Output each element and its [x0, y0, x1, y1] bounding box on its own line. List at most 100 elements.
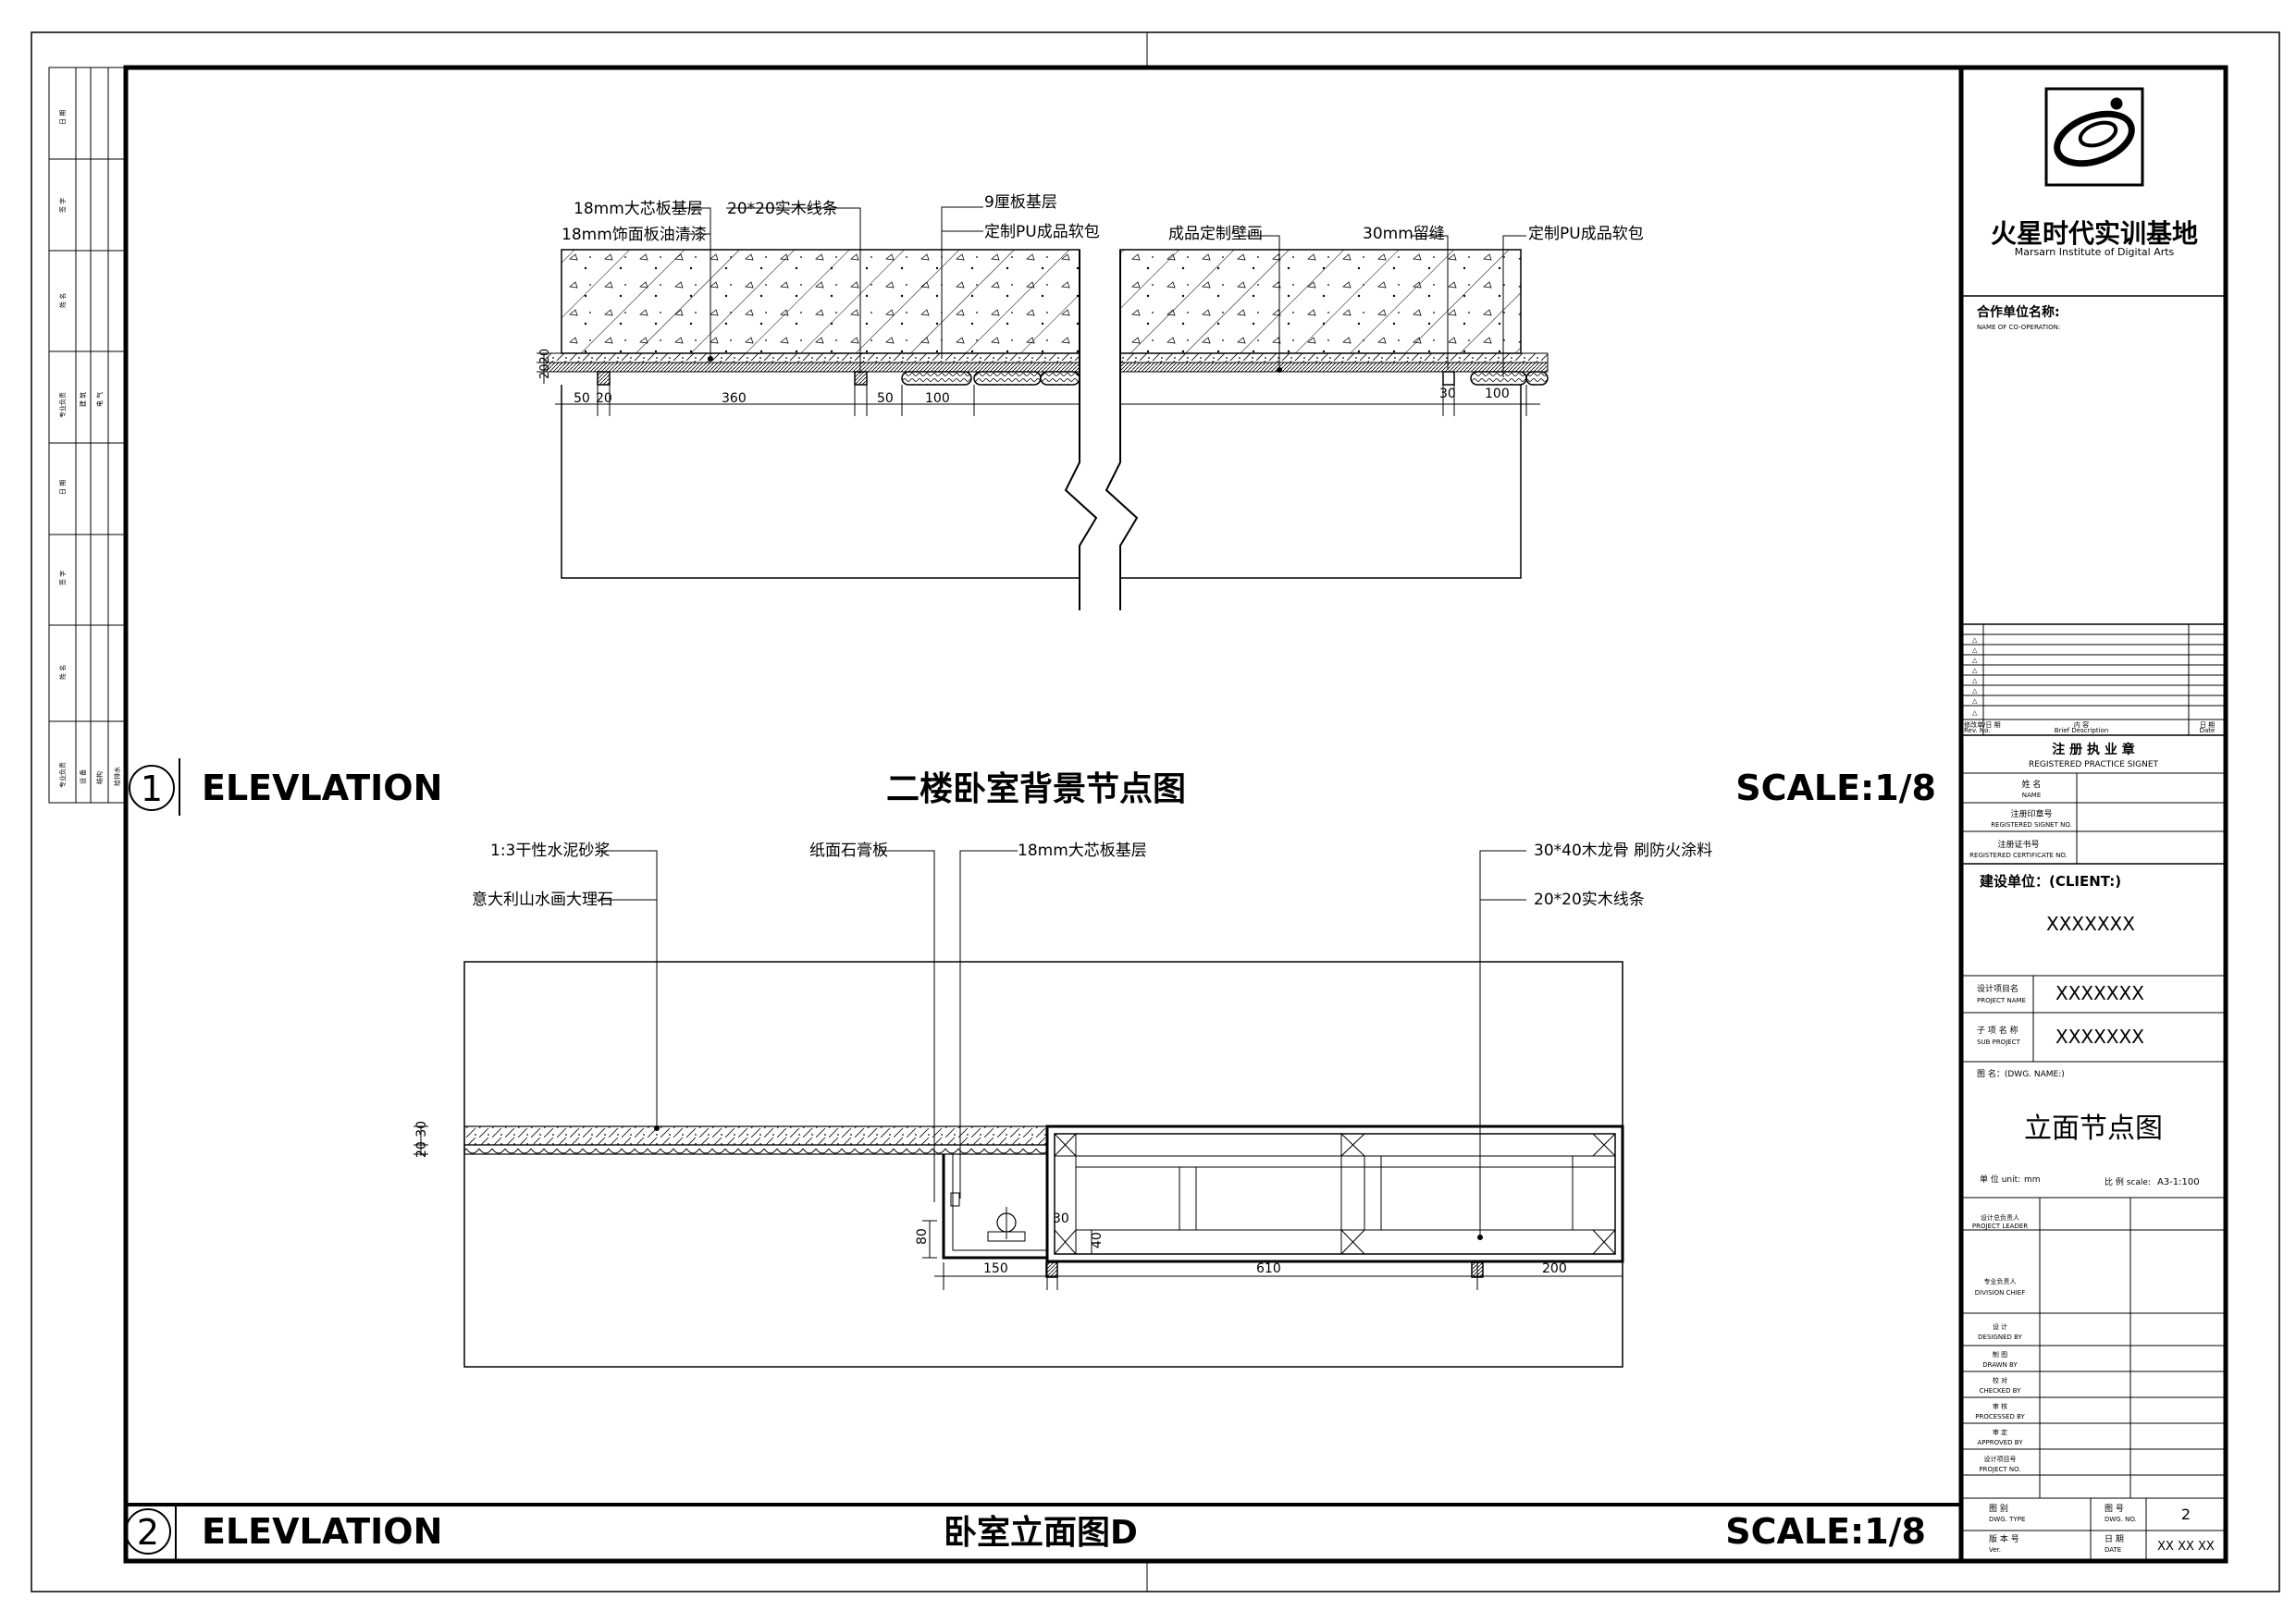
- sign-leader: 设计总负责人: [1981, 1213, 2019, 1222]
- no-value: 2: [2181, 1506, 2191, 1523]
- title-block-text: 火星时代实训基地 Marsarn Institute of Digital Ar…: [1964, 218, 2215, 1554]
- sign-chief: 专业负责人: [1984, 1277, 2017, 1285]
- rev-mark-3: △: [1972, 657, 1978, 664]
- s2-dim-150: 150: [983, 1261, 1008, 1276]
- sign-checked-en: CHECKED BY: [1980, 1387, 2022, 1395]
- dwg-name: 立面节点图: [2024, 1113, 2163, 1145]
- sidebar-r7b: 设 备: [79, 769, 87, 784]
- rev-footer-date: 日 期: [2200, 721, 2215, 729]
- sign-processed-en: PROCESSED BY: [1975, 1413, 2025, 1420]
- sidebar-r6: 姓 名: [58, 665, 67, 680]
- rev-footer-no-en: Rev. No.: [1964, 727, 1991, 734]
- reg-cert: 注册证书号: [1997, 839, 2039, 850]
- s2-dim-30: 30: [1053, 1211, 1069, 1226]
- s1-label-gap: 30mm留缝: [1363, 225, 1445, 243]
- s1-label-pu-right: 定制PU成品软包: [1528, 225, 1644, 243]
- section2-detail: [414, 850, 1624, 1368]
- project-value: XXXXXXX: [2055, 982, 2144, 1004]
- scale-value: A3-1:100: [2157, 1177, 2200, 1187]
- rev-mark-5: △: [1972, 677, 1978, 684]
- s2-label-keel: 30*40木龙骨 刷防火涂料: [1534, 842, 1712, 860]
- unit-value: mm: [2024, 1175, 2041, 1185]
- client-value: XXXXXXX: [2046, 913, 2135, 935]
- s2-kind: ELEVLATION: [202, 1511, 442, 1552]
- section1-title-strip: 1 ELEVLATION 二楼卧室背景节点图 SCALE:1/8: [129, 758, 1936, 816]
- rev-mark-6: △: [1972, 687, 1978, 695]
- sign-chief-en: DIVISION CHIEF: [1975, 1289, 2025, 1297]
- sidebar-r7: 专业负责: [58, 762, 67, 788]
- s1-scale: SCALE:1/8: [1735, 768, 1936, 808]
- unit-label: 单 位 unit:: [1980, 1174, 2020, 1185]
- s1-dim-50b: 50: [877, 391, 894, 406]
- s1-dim-360: 360: [722, 391, 747, 406]
- sidebar-r0: 日 期: [59, 110, 67, 125]
- sidebar-r7c: 结构: [95, 771, 104, 784]
- no-label: 图 号: [2105, 1504, 2124, 1514]
- sidebar-r7d: 给排水: [113, 767, 121, 786]
- s1-dim-100a: 100: [925, 391, 950, 406]
- s2-number: 2: [137, 1512, 159, 1553]
- sidebar-r3: 专业负责: [58, 392, 67, 418]
- sign-drawn-en: DRAWN BY: [1982, 1361, 2018, 1369]
- no-label-en: DWG. NO.: [2105, 1516, 2137, 1523]
- coop-label: 合作单位名称:: [1977, 304, 2060, 320]
- sign-approved-en: APPROVED BY: [1977, 1439, 2023, 1446]
- rev-mark-2: △: [1972, 646, 1978, 654]
- section1-dims: 50 20 360 50 100 30 100 2020: [538, 349, 1510, 406]
- reg-name-en: NAME: [2022, 792, 2042, 799]
- s2-label-gypsum: 纸面石膏板: [809, 841, 888, 860]
- s1-dim-20: 20: [596, 391, 612, 406]
- sidebar-text: 日 期 签 字 姓 名 专业负责 建 筑 电 气 日 期 签 字 姓 名 专业负…: [58, 110, 121, 788]
- sidebar-r3b: 建 筑: [79, 392, 87, 407]
- sign-leader-en: PROJECT LEADER: [1972, 1223, 2028, 1230]
- sign-designed: 设 计: [1993, 1322, 2007, 1331]
- rev-mark-4: △: [1972, 667, 1978, 674]
- brand-name-en: Marsarn Institute of Digital Arts: [2015, 246, 2175, 258]
- sign-checked: 校 对: [1993, 1376, 2007, 1384]
- sidebar-signoff: [48, 67, 127, 804]
- date-label: 日 期: [2105, 1534, 2124, 1544]
- marsarn-logo-icon: [2044, 87, 2144, 187]
- section2-title-strip: 2 ELEVLATION 卧室立面图D SCALE:1/8: [125, 1505, 1926, 1561]
- s1-label-wallpaper: 成品定制壁画: [1168, 225, 1263, 243]
- sign-drawn: 制 图: [1993, 1350, 2007, 1359]
- s1-label-ply-base: 9厘板基层: [984, 193, 1057, 212]
- s1-label-board-base: 18mm大芯板基层: [574, 200, 703, 218]
- sign-projno-en: PROJECT NO.: [1979, 1466, 2020, 1473]
- rev-footer-desc: 内 容: [2074, 720, 2089, 729]
- reg-signet-en: REGISTERED SIGNET NO.: [1991, 821, 2072, 829]
- s1-label-veneer: 18mm饰面板油清漆: [562, 226, 707, 244]
- date-label-en: DATE: [2105, 1546, 2121, 1554]
- s1-label-pu-left: 定制PU成品软包: [984, 223, 1100, 241]
- s1-title: 二楼卧室背景节点图: [886, 770, 1186, 808]
- project-label-en: PROJECT NAME: [1977, 997, 2026, 1004]
- sub-label-en: SUB PROJECT: [1977, 1039, 2021, 1046]
- s1-number: 1: [141, 768, 163, 809]
- section1-detail: [537, 206, 1549, 610]
- sidebar-r5: 签 字: [58, 571, 67, 585]
- sign-processed: 审 核: [1993, 1402, 2007, 1410]
- reg-cert-en: REGISTERED CERTIFICATE NO.: [1969, 852, 2068, 859]
- rev-mark-8: △: [1972, 709, 1978, 717]
- s1-dim-30: 30: [1439, 387, 1456, 401]
- reg-seal-en: REGISTERED PRACTICE SIGNET: [2029, 760, 2159, 769]
- ver-label-en: Ver.: [1989, 1546, 2001, 1554]
- sign-approved: 审 定: [1993, 1428, 2007, 1436]
- section2-dims: 20 30 80 30 40 150 610 200: [414, 1121, 1567, 1276]
- s2-dim-200: 200: [1542, 1261, 1567, 1276]
- s1-kind: ELEVLATION: [202, 768, 442, 808]
- sub-value: XXXXXXX: [2055, 1026, 2144, 1048]
- title-block: [1958, 67, 2227, 1562]
- s2-dim-80: 80: [915, 1228, 930, 1245]
- rev-mark-7: △: [1972, 697, 1978, 705]
- s1-dim-2020: 2020: [538, 349, 552, 379]
- type-label: 图 别: [1989, 1504, 2008, 1514]
- s2-title: 卧室立面图D: [944, 1514, 1138, 1552]
- section2-labels: 1:3干性水泥砂浆 意大利山水画大理石 纸面石膏板 18mm大芯板基层 30*4…: [472, 841, 1712, 909]
- sidebar-r3c: 电 气: [95, 392, 104, 407]
- brand-name: 火星时代实训基地: [1991, 218, 2198, 249]
- scale-label: 比 例 scale:: [2105, 1176, 2151, 1187]
- reg-seal: 注 册 执 业 章: [2052, 742, 2135, 757]
- rev-footer-date-en: Date: [2200, 727, 2216, 734]
- s2-scale: SCALE:1/8: [1725, 1511, 1926, 1552]
